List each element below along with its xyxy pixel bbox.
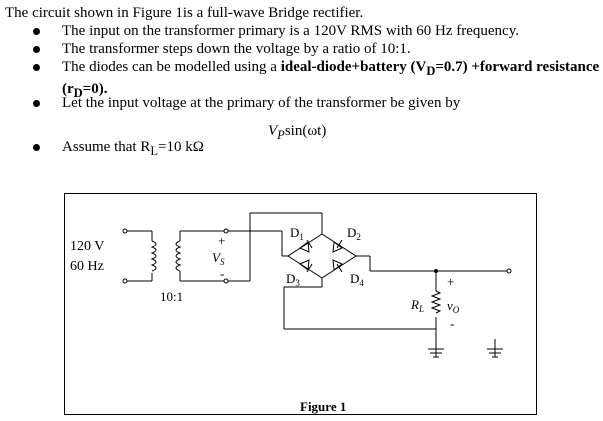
source-voltage-label: 120 V	[70, 239, 104, 254]
diode-d4-icon	[332, 259, 343, 273]
formula-symbol: V	[268, 123, 278, 139]
bullet-text: =10 kΩ	[157, 139, 204, 155]
circuit-figure: 120 V 60 Hz 10:1 + VS -	[64, 193, 537, 415]
figure-frame	[64, 193, 537, 415]
subscript: D	[426, 64, 436, 78]
bullet-list: The input on the transformer primary is …	[0, 22, 603, 158]
bullet-item-diode-model: The diodes can be modelled using a ideal…	[0, 58, 603, 100]
source-frequency-label: 60 Hz	[70, 259, 104, 274]
bullet-text: Let the input voltage at the primary of …	[62, 95, 461, 111]
primary-wires	[126, 230, 153, 282]
bullet-dot-icon	[33, 64, 40, 71]
intro-sentence: The circuit shown in Figure 1is a full-w…	[5, 5, 364, 21]
bullet-text: The transformer steps down the voltage b…	[62, 41, 411, 57]
vo-minus-sign: -	[450, 316, 454, 331]
bridge-diamond	[287, 233, 357, 279]
bullet-text: The diodes can be modelled using a	[62, 59, 281, 75]
primary-terminal-top	[122, 228, 128, 234]
diode-d3-icon	[299, 259, 313, 273]
formula-subscript: P	[277, 128, 285, 142]
diode-d2-label: D2	[347, 225, 361, 242]
vs-label: VS	[212, 250, 225, 267]
primary-terminal-bottom	[122, 278, 128, 284]
figure-caption: Figure 1	[300, 399, 346, 414]
diode-d2-icon	[332, 239, 343, 253]
primary-coil-icon	[150, 240, 157, 272]
vs-minus-sign: -	[220, 266, 224, 281]
ground-right-icon	[487, 339, 503, 358]
bullet-item-input: The input on the transformer primary is …	[0, 22, 603, 40]
bullet-text: The input on the transformer primary is …	[62, 23, 519, 39]
subscript: L	[150, 144, 158, 158]
ground-left-icon	[428, 343, 444, 358]
input-voltage-formula: VPsin(ωt)	[268, 123, 326, 143]
vo-plus-sign: +	[447, 274, 454, 289]
bullet-item-input-voltage: Let the input voltage at the primary of …	[0, 94, 603, 112]
bullet-item-transformer: The transformer steps down the voltage b…	[0, 40, 603, 58]
bullet-text: Assume that R	[62, 139, 151, 155]
bullet-dot-icon	[33, 28, 40, 35]
diode-d1-icon	[299, 239, 313, 253]
formula-rest: sin(ωt)	[284, 123, 327, 139]
load-resistor-label: RL	[410, 297, 424, 314]
diode-d1-label: D1	[290, 225, 304, 242]
bullet-bold-text: =0.7) +forward resistance (r	[62, 59, 600, 97]
output-junction-dot	[434, 269, 438, 273]
output-terminal	[506, 268, 512, 274]
bullet-dot-icon	[33, 144, 40, 151]
vs-plus-sign: +	[218, 233, 225, 248]
secondary-terminal-bottom	[223, 278, 229, 284]
bullet-bold-text: ideal-diode+battery (V	[280, 59, 427, 75]
bullet-item-load: Assume that RL=10 kΩ	[0, 138, 603, 158]
secondary-terminal-top	[223, 228, 229, 234]
diode-d4-label: D4	[350, 271, 364, 288]
load-resistor-icon	[430, 290, 442, 314]
diode-d3-label: D3	[286, 271, 300, 288]
subscript: D	[73, 86, 83, 100]
output-wires	[283, 255, 508, 353]
secondary-wires	[179, 212, 323, 282]
bullet-dot-icon	[33, 100, 40, 107]
secondary-coil-icon	[175, 240, 182, 272]
bullet-dot-icon	[33, 46, 40, 53]
bullet-bold-text: =0).	[82, 81, 108, 97]
vo-label: vO	[447, 298, 460, 315]
turns-ratio-label: 10:1	[160, 289, 183, 304]
